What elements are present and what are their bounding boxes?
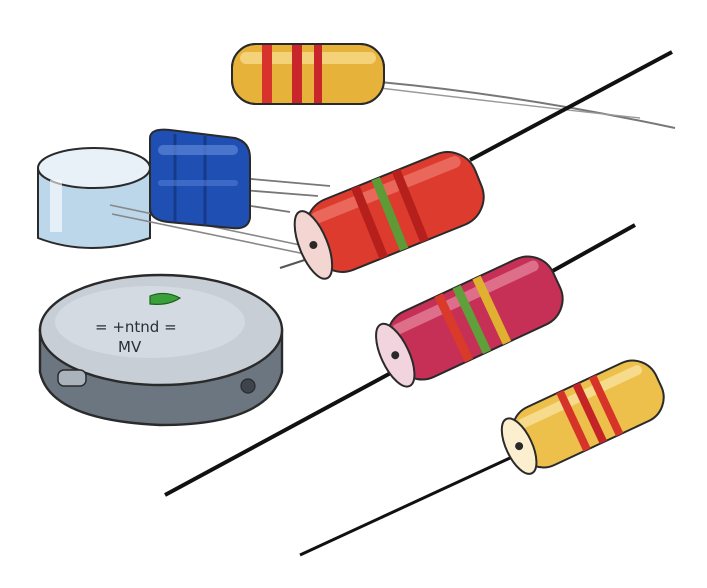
battery-label-line1: = +ntnd = [95, 318, 177, 336]
inductor-blue [149, 128, 331, 230]
battery-label-line2: MV [118, 338, 142, 356]
resistor-bottom-yellow [299, 359, 665, 557]
resistor-red [279, 50, 673, 280]
resistor-top-yellow [231, 43, 676, 129]
coin-battery: = +ntnd = MV [38, 273, 284, 427]
resistor-magenta [164, 223, 636, 497]
